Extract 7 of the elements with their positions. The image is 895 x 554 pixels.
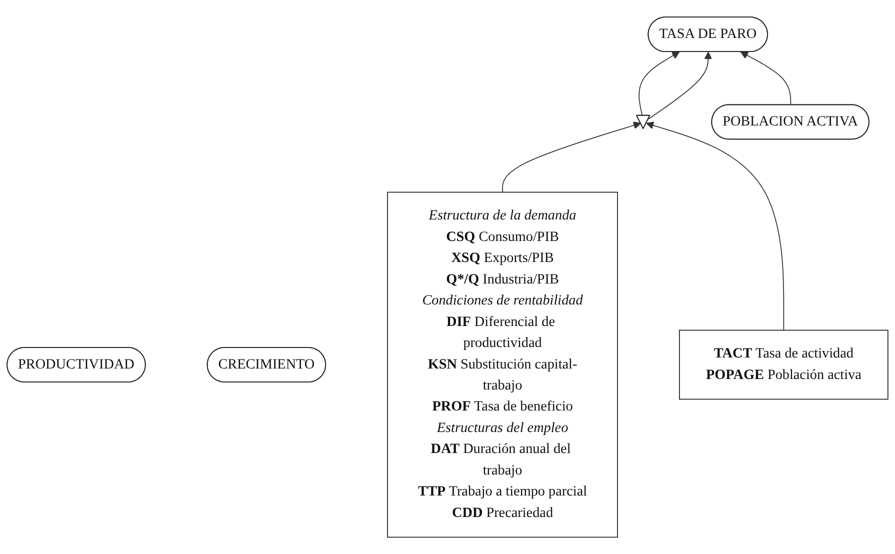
arrow xyxy=(646,121,784,331)
arrow xyxy=(638,52,680,116)
node-box: TACT Tasa de actividad POPAGE Población activa xyxy=(679,330,888,400)
arrow xyxy=(502,121,642,193)
arrow xyxy=(648,52,712,120)
arrow xyxy=(740,52,792,106)
node-box: Estructura de la demanda CSQ Consumo/PIB XSQ Exports/PIB Q*/Q Industria/PIB Condiciones de rentabilidad DIF Diferencial de productividad KSN Substitución capital-trabajo PROF Tasa de beneficio Estructuras del empleo DAT Duración anual del trabajo TTP Trabajo a tiempo parcial CDD Precariedad xyxy=(387,192,618,538)
